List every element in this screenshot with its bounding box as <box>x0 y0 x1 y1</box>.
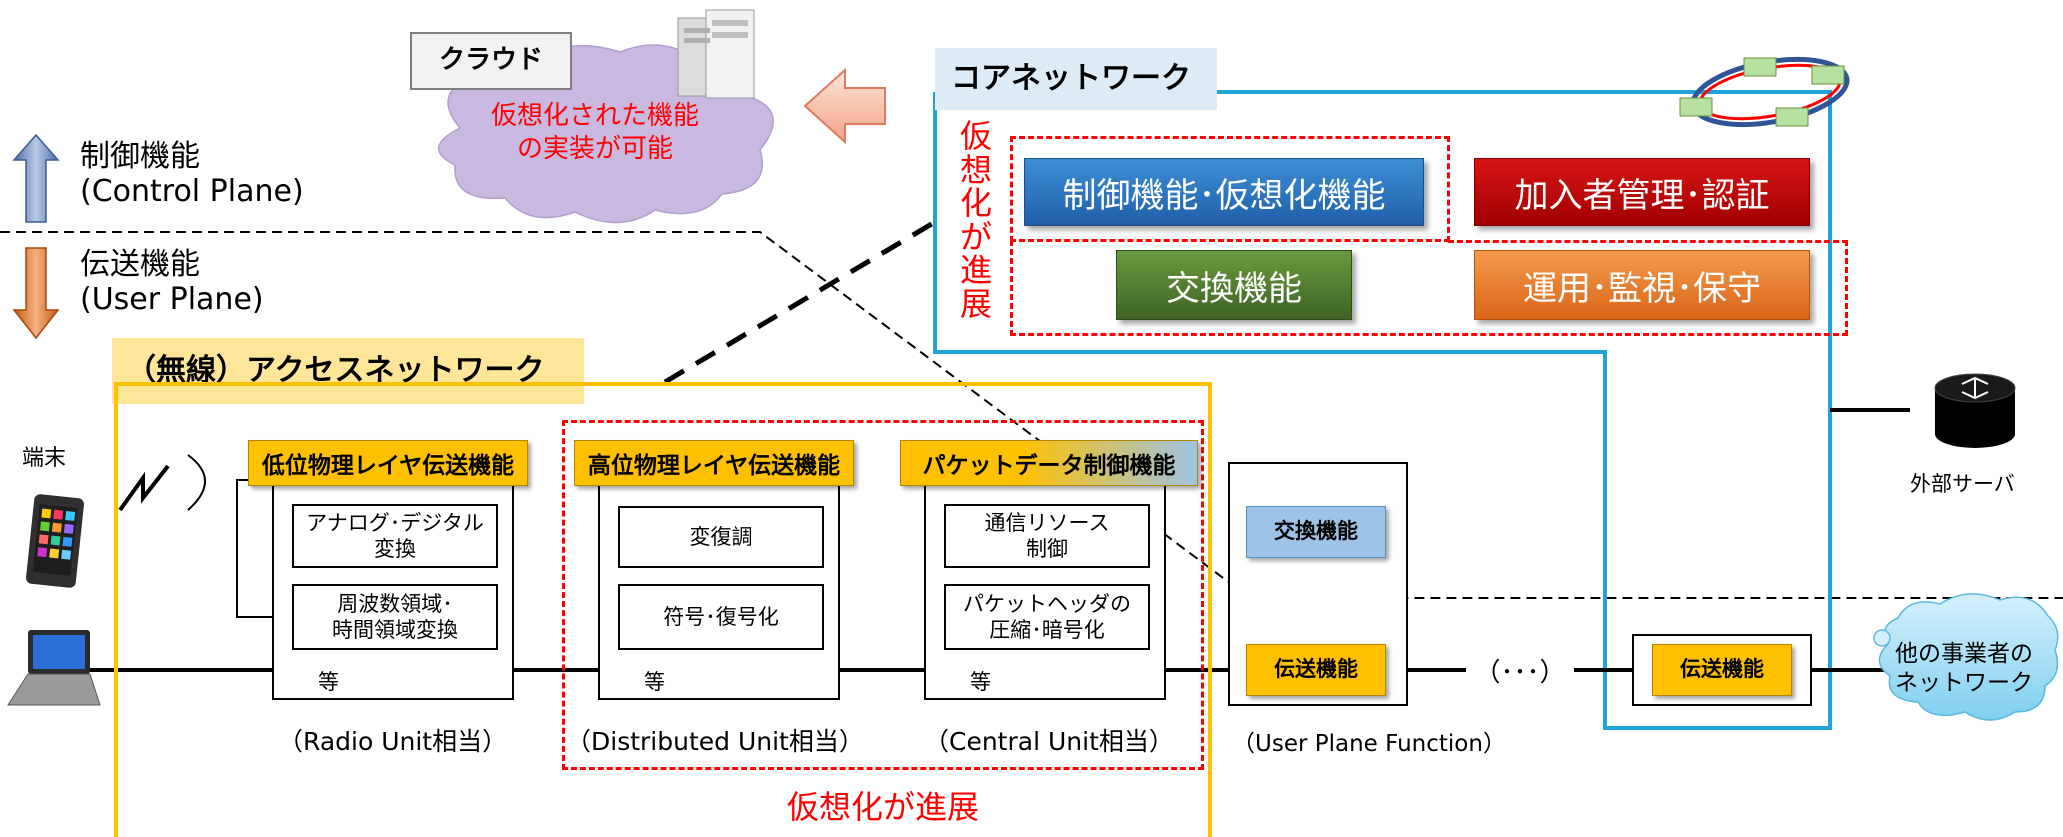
other-network-line2: ネットワーク <box>1895 669 2033 696</box>
core-function-subscriber-auth: 加入者管理･認証 <box>1474 158 1810 226</box>
radio-wave-icon <box>118 464 170 512</box>
transfer2-function: 伝送機能 <box>1652 644 1792 696</box>
core-virtualization-region-lower <box>1010 240 1848 336</box>
core-virtualization-region-upper <box>1010 136 1450 242</box>
core-function-control-virtualization: 制御機能･仮想化機能 <box>1024 158 1424 226</box>
cloud-text-line2: の実装が可能 <box>516 133 673 164</box>
external-server-label: 外部サーバ <box>1910 472 2015 496</box>
radio-unit-caption: （Radio Unit相当） <box>278 727 508 756</box>
core-ring-icon <box>1679 56 1850 128</box>
core-virtualization-region-right <box>1448 240 1848 243</box>
core-access-dashed-link <box>663 219 937 385</box>
access-network-border <box>114 382 1212 837</box>
user-arrow-icon <box>12 247 60 340</box>
laptop-icon <box>7 630 101 706</box>
distributed-unit-header: 高位物理レイヤ伝送機能 <box>574 440 854 486</box>
radio-unit-header: 低位物理レイヤ伝送機能 <box>248 440 528 486</box>
server-tower-icon <box>677 9 755 99</box>
central-unit-header: パケットデータ制御機能 <box>900 440 1198 486</box>
access-virtualization-region <box>562 420 1204 770</box>
upf-caption: （User Plane Function） <box>1232 731 1506 757</box>
access-virtualization-label: 仮想化が進展 <box>786 788 979 826</box>
central-unit-caption: （Central Unit相当） <box>924 727 1174 756</box>
user-plane-label: 伝送機能 (User Plane) <box>80 247 264 317</box>
other-network-line1: 他の事業者の <box>1895 641 2033 667</box>
radio-arc <box>187 454 206 511</box>
terminal-label: 端末 <box>22 446 67 471</box>
central-unit-etc: 等 <box>970 670 991 694</box>
control-plane-title: 制御機能 <box>80 139 200 174</box>
control-arrow-icon <box>12 133 60 223</box>
control-plane-label: 制御機能 (Control Plane) <box>80 139 304 209</box>
user-plane-title: 伝送機能 <box>80 247 200 282</box>
smartphone-icon <box>26 494 84 588</box>
radio-unit-item-domain-conversion: 周波数領域･ 時間領域変換 <box>292 584 498 650</box>
cloud-text-line1: 仮想化された機能 <box>490 101 699 131</box>
core-function-switching: 交換機能 <box>1116 250 1352 320</box>
distributed-unit-item-modulation: 変復調 <box>618 506 824 568</box>
core-function-operations: 運用･監視･保守 <box>1474 250 1810 320</box>
upf-transfer-function: 伝送機能 <box>1246 644 1386 696</box>
cloud-description: 仮想化された機能 の実装が可能 <box>470 100 720 165</box>
core-virtualization-label: 仮想化が進展 <box>959 117 992 323</box>
central-unit-item-resource-control: 通信リソース 制御 <box>944 504 1150 568</box>
upf-switching-function: 交換機能 <box>1246 506 1386 558</box>
cloud-arrow-icon <box>803 67 886 145</box>
user-plane-sub: (User Plane) <box>80 281 264 317</box>
core-network-border <box>933 90 1832 730</box>
central-unit-item-header-compression: パケットヘッダの 圧縮･暗号化 <box>944 584 1150 650</box>
router-icon <box>1934 373 2016 448</box>
core-network-title: コアネットワーク <box>935 48 1217 110</box>
plane-divider-line <box>0 231 2063 599</box>
distributed-unit-item-coding: 符号･復号化 <box>618 584 824 650</box>
control-plane-sub: (Control Plane) <box>80 173 304 209</box>
radio-unit-item-ad-conversion: アナログ･デジタル 変換 <box>292 504 498 568</box>
distributed-unit-etc: 等 <box>644 670 665 694</box>
distributed-unit-caption: （Distributed Unit相当） <box>566 727 864 756</box>
radio-unit-etc: 等 <box>318 670 339 694</box>
intermediate-ellipsis: （･･･） <box>1466 652 1574 688</box>
cloud-label: クラウド <box>410 32 572 90</box>
other-network-cloud <box>1878 593 2059 721</box>
other-network-label: 他の事業者の ネットワーク <box>1884 640 2044 698</box>
